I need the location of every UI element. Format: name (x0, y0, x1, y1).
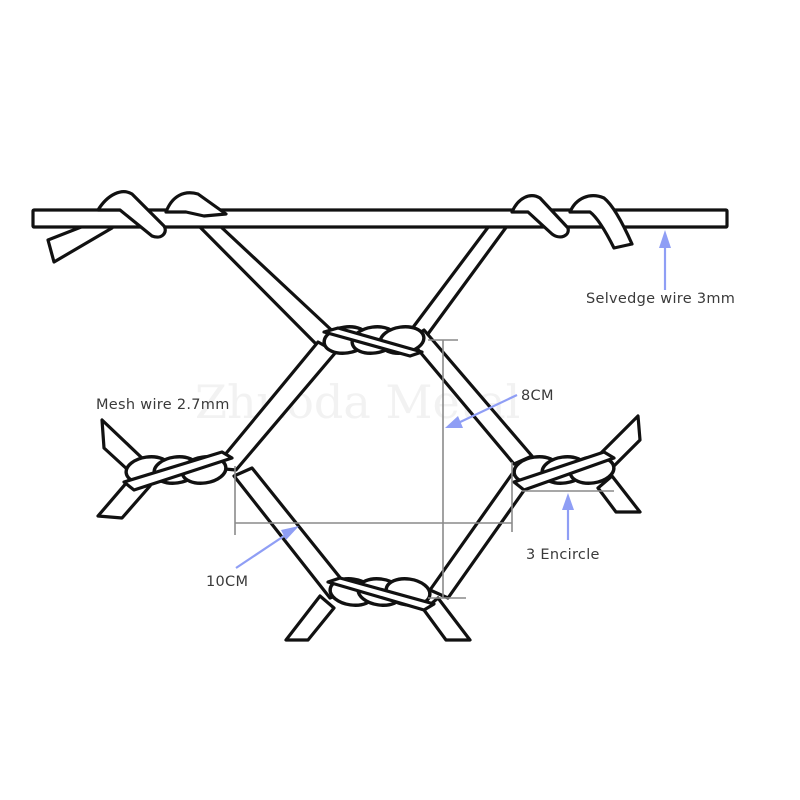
twist-right (512, 450, 616, 492)
selvedge-wire-assembly (31, 190, 729, 264)
twist-left (122, 450, 234, 492)
arrow-right-up-icon (281, 526, 299, 540)
twist-top (322, 325, 426, 358)
arrow-left-down-icon (445, 416, 463, 428)
dimension-lines (234, 339, 614, 599)
callout-arrows (235, 230, 671, 569)
mesh-wire-upper-right (403, 220, 512, 340)
twist-bottom (326, 576, 436, 612)
height-arrow (455, 394, 518, 425)
mesh-wire-label: Mesh wire 2.7mm (96, 397, 230, 413)
width-arrow (235, 531, 291, 569)
selvedge-wrap-left-1 (96, 190, 167, 239)
mesh-wire-hex-bottom-right (428, 472, 532, 600)
arrow-up-icon (562, 493, 574, 510)
arrow-up-icon (659, 230, 671, 248)
selvedge-wire-label: Selvedge wire 3mm (586, 291, 735, 307)
mesh-wire-right-tail-lower (596, 474, 642, 514)
selvedge-wrap-right-2 (568, 194, 634, 250)
width-dimension-label: 10CM (206, 574, 248, 590)
selvedge-wrap-right-1 (510, 194, 570, 239)
twist-count-label: 3 Encircle (526, 547, 600, 563)
mesh-wire-upper-left (183, 210, 342, 352)
selvedge-wrap-left-2 (164, 191, 228, 218)
height-dimension-label: 8CM (521, 388, 554, 404)
mesh-wire-bottom-tail-left (284, 594, 336, 642)
